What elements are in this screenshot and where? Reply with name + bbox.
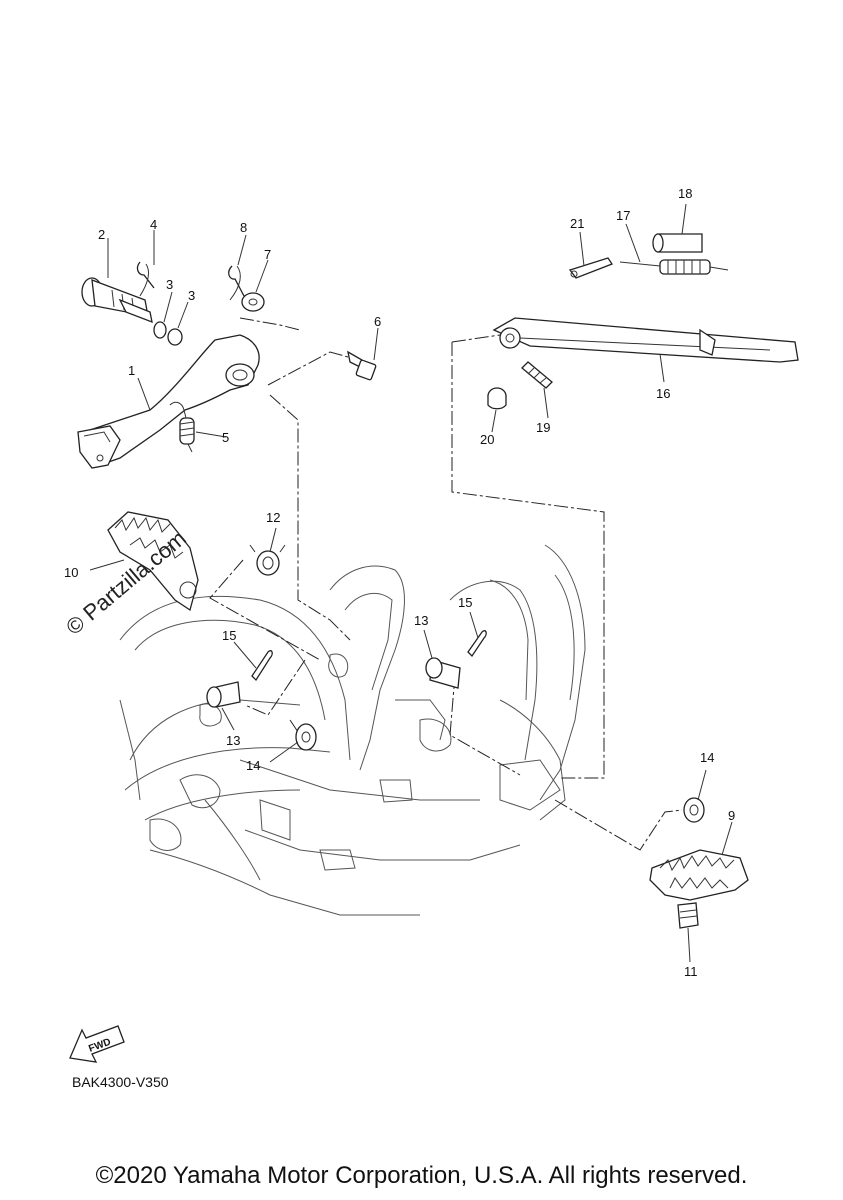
cotter-pin-8[interactable] [228,265,245,301]
callout-15a: 15 [222,628,236,643]
fwd-arrow-icon: FWD [69,1025,125,1063]
cotter-pin-4[interactable] [136,261,155,297]
washer-14-left[interactable] [295,723,317,751]
callout-16: 16 [656,386,670,401]
callout-2: 2 [98,227,105,242]
pin-13-right[interactable] [425,657,461,689]
callout-15b: 15 [458,595,472,610]
footrest-right[interactable] [649,849,749,901]
cotter-pin-15-left[interactable] [251,650,273,682]
washer-7[interactable] [241,292,265,312]
callout-14a: 14 [246,758,260,773]
callout-labels: 1 2 3 3 4 5 6 7 8 9 10 11 12 13 13 14 14… [64,186,735,979]
callout-5: 5 [222,430,229,445]
callout-4: 4 [150,217,157,232]
nut-20[interactable] [487,387,507,410]
bolt-19[interactable] [521,361,553,389]
callout-3b: 3 [188,288,195,303]
callout-14b: 14 [700,750,714,765]
callout-6: 6 [374,314,381,329]
callout-9: 9 [728,808,735,823]
return-spring[interactable] [179,409,195,453]
callout-10: 10 [64,565,78,580]
callout-13a: 13 [226,733,240,748]
assembly-lines [209,317,683,851]
callout-13b: 13 [414,613,428,628]
spring-hook-21[interactable] [568,257,613,279]
washer-14-right[interactable] [683,797,705,823]
spring-sleeve[interactable] [652,233,703,253]
callout-3a: 3 [166,277,173,292]
footrest-left[interactable] [107,511,199,612]
pin-13-left[interactable] [206,681,241,708]
brake-pedal[interactable] [77,334,260,469]
spring-clip-11[interactable] [677,902,699,929]
callout-leaders [89,203,733,963]
side-stand[interactable] [492,317,799,363]
callout-7: 7 [264,247,271,262]
o-ring-2[interactable] [167,328,183,346]
callout-11: 11 [684,964,698,979]
frame-drawing [119,544,586,916]
callout-18: 18 [678,186,692,201]
callout-8: 8 [240,220,247,235]
o-ring-1[interactable] [153,321,167,339]
bolt-6[interactable] [347,350,377,381]
callout-21: 21 [570,216,584,231]
callout-19: 19 [536,420,550,435]
callout-17: 17 [616,208,630,223]
cotter-pin-15-right[interactable] [467,630,487,658]
pivot-shaft[interactable] [81,277,153,324]
callout-12: 12 [266,510,280,525]
copyright-notice: ©2020 Yamaha Motor Corporation, U.S.A. A… [95,1162,748,1189]
callout-20: 20 [480,432,494,447]
spring-12[interactable] [249,544,286,576]
callout-1: 1 [128,363,135,378]
diagram-code: BAK4300-V350 [72,1074,169,1090]
stand-spring[interactable] [619,259,729,275]
